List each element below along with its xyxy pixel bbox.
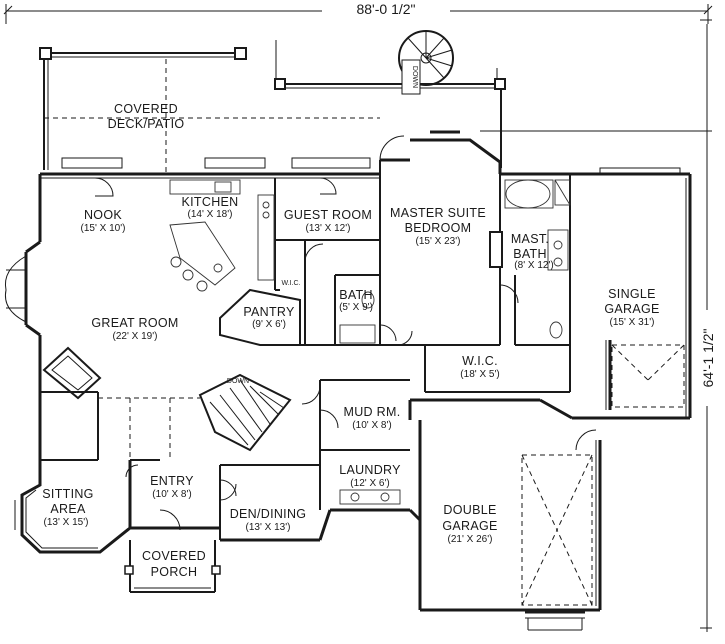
room-label-kitchen: KITCHEN (14' X 18') xyxy=(182,195,239,220)
svg-text:KITCHEN: KITCHEN xyxy=(182,195,239,209)
room-label-nook: NOOK (15' X 10') xyxy=(81,208,126,234)
room-label-covered-porch: COVERED PORCH xyxy=(142,549,206,579)
room-label-single-garage: SINGLE GARAGE (15' X 31') xyxy=(604,287,659,328)
deck-outline xyxy=(39,40,506,175)
porch-outline xyxy=(124,540,221,593)
door-swings xyxy=(94,135,597,531)
svg-text:(5' X 9'): (5' X 9') xyxy=(339,302,373,313)
svg-text:PORCH: PORCH xyxy=(151,565,198,579)
svg-text:BEDROOM: BEDROOM xyxy=(405,221,472,235)
svg-text:MASTER SUITE: MASTER SUITE xyxy=(390,206,486,220)
room-label-laundry: LAUNDRY (12' X 6') xyxy=(339,463,401,489)
svg-text:MUD RM.: MUD RM. xyxy=(344,405,401,419)
svg-text:SITTING: SITTING xyxy=(42,487,93,501)
stair-down-label: DOWN xyxy=(227,378,249,385)
interior-walls xyxy=(40,160,571,540)
svg-text:(12' X 6'): (12' X 6') xyxy=(350,478,389,489)
room-label-wic-master: W.I.C. (18' X 5') xyxy=(460,354,499,380)
room-label-bath: BATH (5' X 9') xyxy=(339,288,373,313)
svg-text:(15' X 10'): (15' X 10') xyxy=(81,223,126,234)
svg-text:(8' X 12'): (8' X 12') xyxy=(514,260,553,271)
svg-text:COVERED: COVERED xyxy=(114,102,178,116)
svg-text:(10' X 8'): (10' X 8') xyxy=(352,420,391,431)
room-label-wic-small: W.I.C. xyxy=(281,280,300,287)
bath-fixtures xyxy=(339,179,571,344)
north-windows xyxy=(61,130,681,175)
room-label-pantry: PANTRY (9' X 6') xyxy=(243,305,295,330)
svg-text:(13' X 12'): (13' X 12') xyxy=(306,223,351,234)
svg-text:BATH: BATH xyxy=(339,288,373,302)
svg-text:BATH: BATH xyxy=(513,247,547,261)
room-label-guest-room: GUEST ROOM (13' X 12') xyxy=(284,208,372,234)
room-label-covered-deck: COVERED DECK/PATIO xyxy=(108,102,185,131)
garage-doors xyxy=(521,340,685,631)
great-room-bay-window xyxy=(4,240,41,337)
svg-text:(14' X 18'): (14' X 18') xyxy=(188,209,233,220)
svg-text:DECK/PATIO: DECK/PATIO xyxy=(108,117,185,131)
svg-text:GREAT ROOM: GREAT ROOM xyxy=(91,316,178,330)
fireplace xyxy=(42,346,102,400)
room-label-mud-rm: MUD RM. (10' X 8') xyxy=(344,405,401,431)
svg-text:AREA: AREA xyxy=(50,502,86,516)
svg-text:(13' X 13'): (13' X 13') xyxy=(246,522,291,533)
svg-text:(10' X 8'): (10' X 8') xyxy=(152,489,191,500)
svg-text:(15' X 23'): (15' X 23') xyxy=(416,236,461,247)
svg-text:(13' X 15'): (13' X 15') xyxy=(44,517,89,528)
room-label-den-dining: DEN/DINING (13' X 13') xyxy=(230,507,307,533)
room-label-great-room: GREAT ROOM (22' X 19') xyxy=(91,316,178,342)
svg-text:PANTRY: PANTRY xyxy=(243,305,295,319)
spiral-stair: DOWN xyxy=(398,30,454,95)
overall-depth-dimension: 64'-1 1/2" xyxy=(700,328,716,387)
kitchen-counters xyxy=(169,179,275,292)
svg-text:COVERED: COVERED xyxy=(142,549,206,563)
svg-text:W.I.C.: W.I.C. xyxy=(462,354,498,368)
svg-text:GARAGE: GARAGE xyxy=(604,302,659,316)
room-label-master-suite: MASTER SUITE BEDROOM (15' X 23') xyxy=(390,206,486,247)
sitting-area-bay xyxy=(14,459,131,554)
spiral-down-label: DOWN xyxy=(411,66,418,88)
overall-width-dimension: 88'-0 1/2" xyxy=(356,1,415,17)
svg-text:(15' X 31'): (15' X 31') xyxy=(610,317,655,328)
main-stair: DOWN xyxy=(198,373,292,452)
svg-text:LAUNDRY: LAUNDRY xyxy=(339,463,401,477)
svg-text:GARAGE: GARAGE xyxy=(442,519,497,533)
svg-text:GUEST ROOM: GUEST ROOM xyxy=(284,208,372,222)
room-label-double-garage: DOUBLE GARAGE (21' X 26') xyxy=(442,503,497,545)
svg-text:ENTRY: ENTRY xyxy=(150,474,194,488)
svg-text:NOOK: NOOK xyxy=(84,208,122,222)
room-label-sitting-area: SITTING AREA (13' X 15') xyxy=(42,487,93,528)
svg-text:MAST.: MAST. xyxy=(511,232,549,246)
svg-text:(18' X 5'): (18' X 5') xyxy=(460,369,499,380)
room-label-mast-bath: MAST. BATH (8' X 12') xyxy=(511,232,554,271)
svg-text:DOUBLE: DOUBLE xyxy=(443,503,496,517)
svg-text:SINGLE: SINGLE xyxy=(608,287,656,301)
room-label-entry: ENTRY (10' X 8') xyxy=(150,474,194,500)
laundry-fixtures xyxy=(339,489,401,505)
exterior-walls xyxy=(38,138,692,612)
svg-text:(22' X 19'): (22' X 19') xyxy=(113,331,158,342)
svg-text:(9' X 6'): (9' X 6') xyxy=(252,319,286,330)
svg-text:(21' X 26'): (21' X 26') xyxy=(448,534,493,545)
svg-text:DEN/DINING: DEN/DINING xyxy=(230,507,307,521)
